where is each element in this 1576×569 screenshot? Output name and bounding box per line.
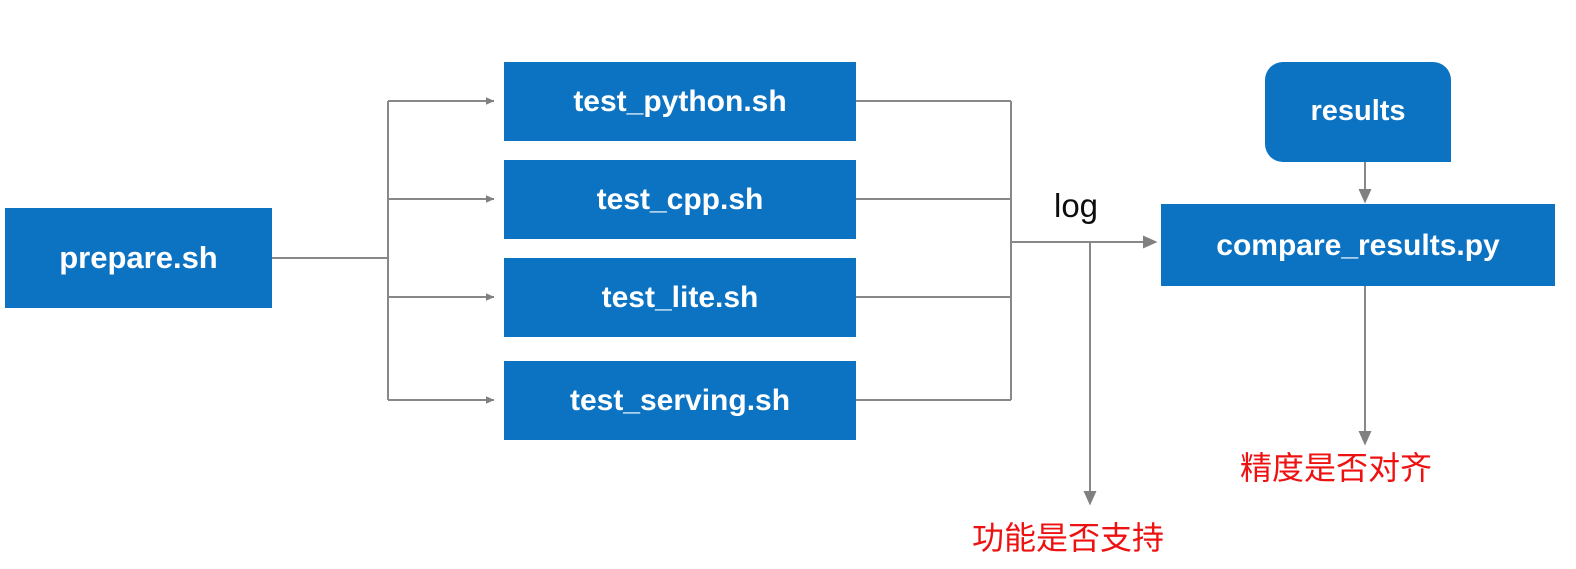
node-results[interactable]: results (1265, 62, 1451, 162)
edge-label-log: log (1054, 187, 1099, 224)
node-test-serving-sh-label: test_serving.sh (569, 384, 791, 417)
node-test-lite-sh[interactable]: test_lite.sh (504, 258, 856, 337)
node-test-python-sh-label: test_python.sh (573, 85, 787, 118)
node-prepare-sh[interactable]: prepare.sh (5, 208, 272, 308)
node-test-lite-sh-label: test_lite.sh (601, 281, 759, 314)
node-test-cpp-sh[interactable]: test_cpp.sh (504, 160, 856, 239)
annotation-precision-aligned: 精度是否对齐 (1240, 450, 1433, 486)
node-test-python-sh[interactable]: test_python.sh (504, 62, 856, 141)
node-results-label: results (1310, 95, 1406, 128)
annotation-func-support: 功能是否支持 (972, 520, 1165, 556)
node-compare-results-py[interactable]: compare_results.py (1161, 204, 1555, 286)
node-prepare-sh-label: prepare.sh (59, 239, 218, 275)
node-test-cpp-sh-label: test_cpp.sh (596, 183, 764, 216)
node-test-serving-sh[interactable]: test_serving.sh (504, 361, 856, 440)
node-compare-results-py-label: compare_results.py (1216, 228, 1500, 262)
